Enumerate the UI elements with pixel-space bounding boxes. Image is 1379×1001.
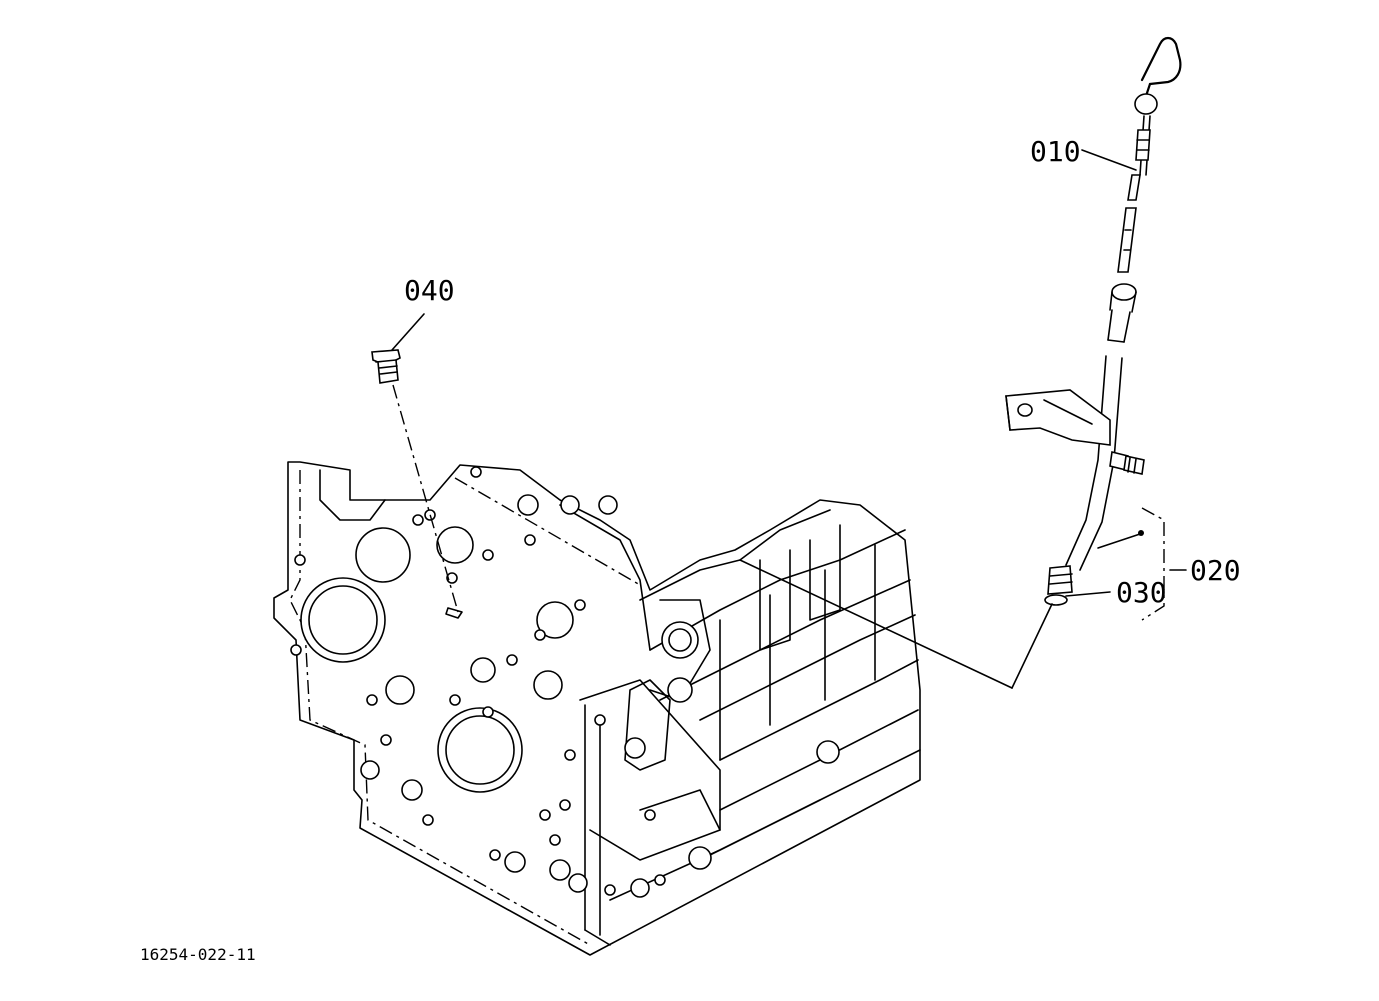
dipstick-assembly: [739, 36, 1182, 689]
callout-020: 020: [1190, 554, 1241, 587]
drawing-number: 16254-022-11: [140, 945, 256, 964]
leader-030: [1065, 591, 1111, 597]
callout-010: 010: [1030, 135, 1081, 168]
engine-block: [273, 461, 921, 956]
callout-040: 040: [404, 274, 455, 307]
leader-020: [1097, 533, 1141, 549]
callout-030: 030: [1116, 576, 1167, 609]
leader-040: [391, 313, 425, 351]
leader-020-dot: [1138, 530, 1144, 536]
plug-part: [371, 349, 463, 619]
leader-010: [1081, 149, 1137, 171]
